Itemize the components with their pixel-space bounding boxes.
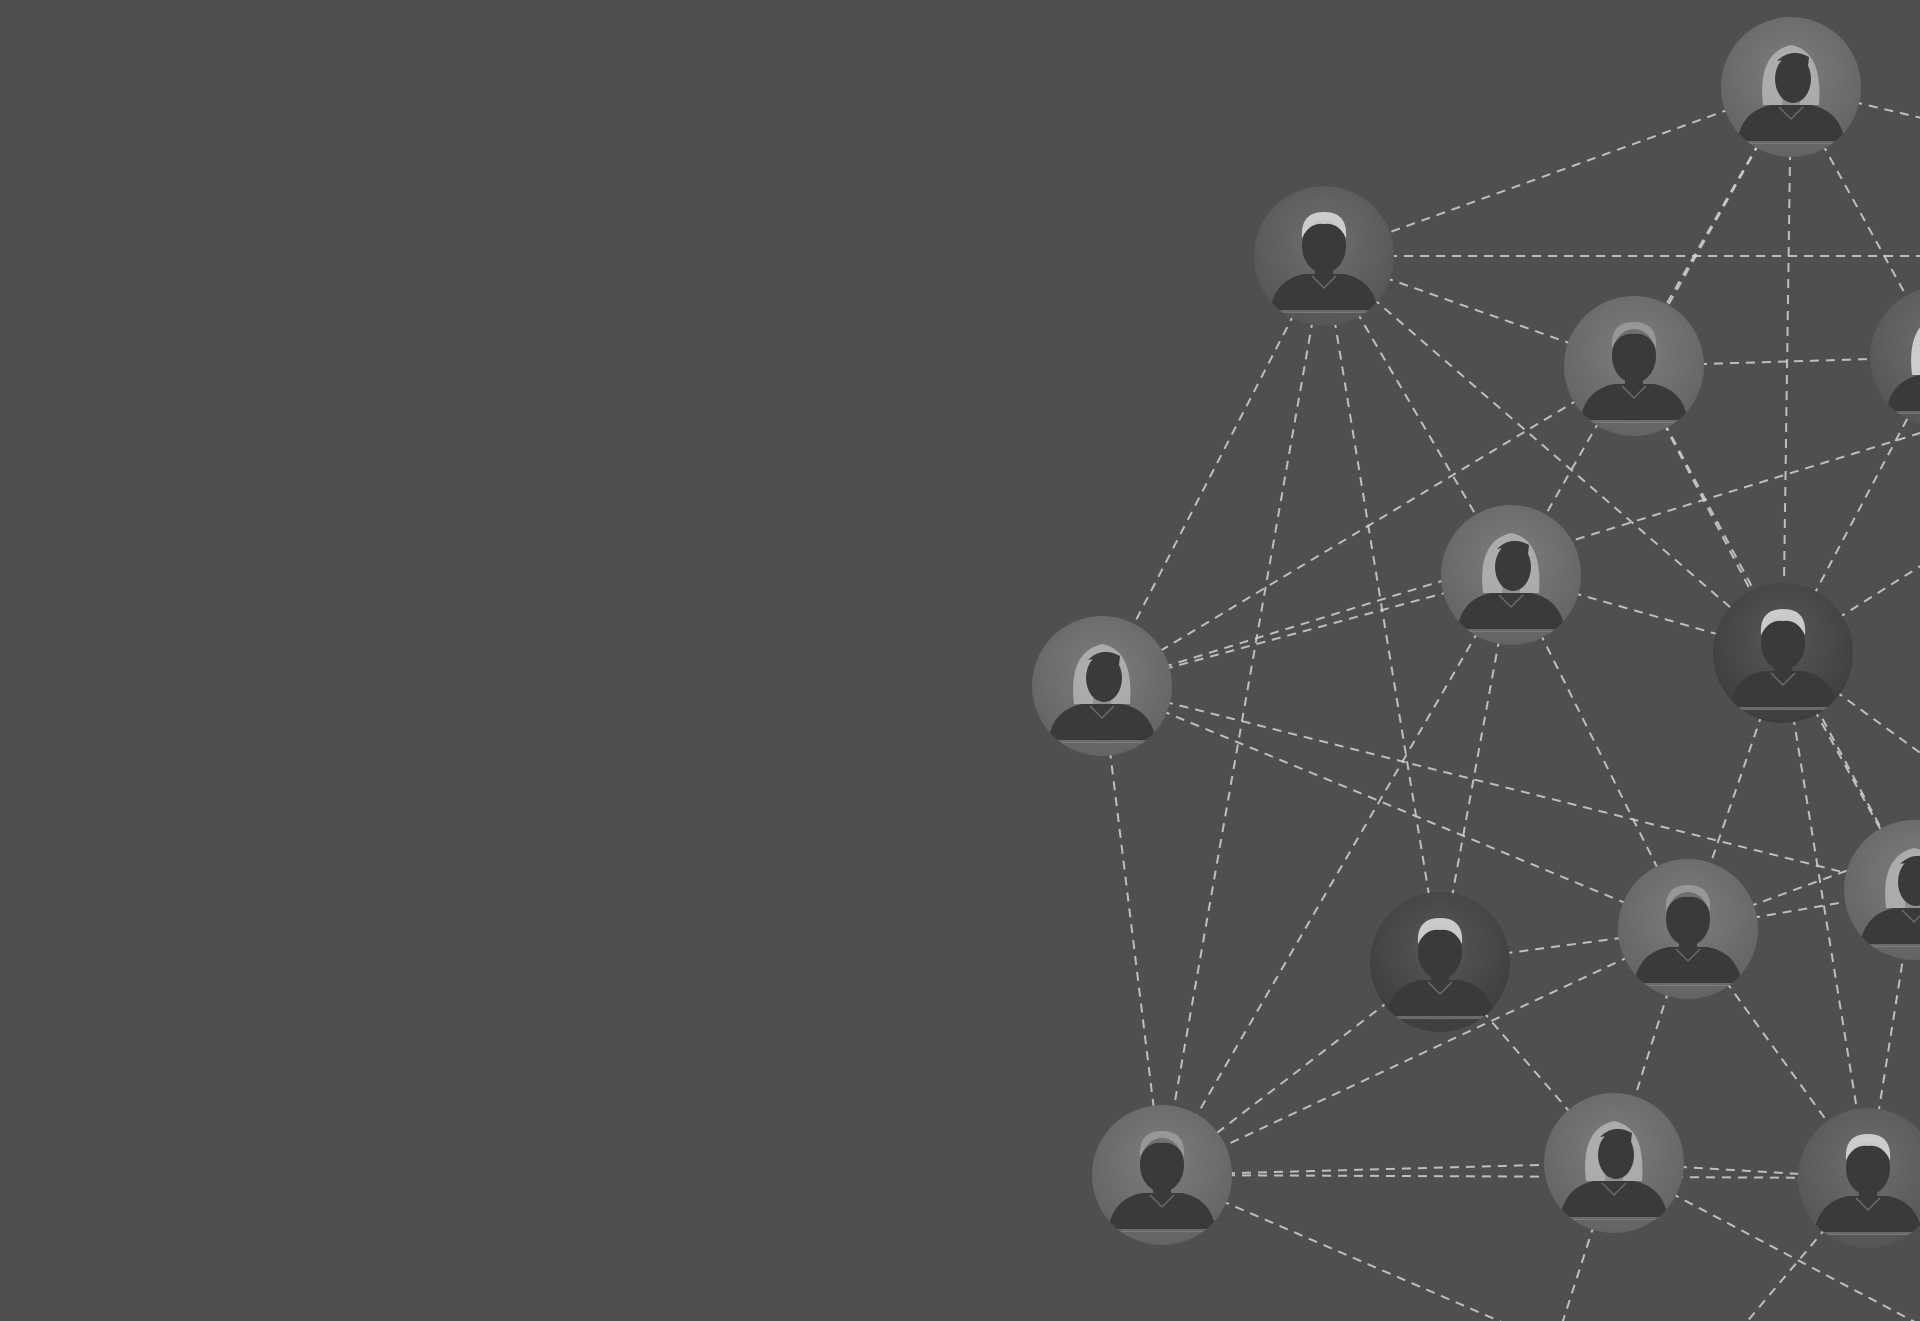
person-node-man xyxy=(1254,186,1394,326)
person-node-man xyxy=(1713,583,1853,723)
man-silhouette-icon xyxy=(1628,885,1748,986)
man-silhouette-icon xyxy=(1264,212,1384,313)
connection-line xyxy=(1161,1174,1869,1179)
connection-line xyxy=(1161,574,1512,1176)
person-node-man xyxy=(1370,892,1510,1032)
connection-line xyxy=(1782,652,1869,1179)
woman-silhouette-icon xyxy=(1854,848,1920,947)
connection-line xyxy=(1782,565,1920,654)
woman-silhouette-icon xyxy=(1554,1121,1674,1220)
woman-silhouette-icon xyxy=(1042,644,1162,743)
connection-line xyxy=(1161,928,1689,1176)
connection-line xyxy=(1101,574,1512,687)
person-node-man xyxy=(1618,859,1758,999)
connection-line xyxy=(1782,652,1920,754)
connection-line xyxy=(1613,1162,1916,1321)
connection-line xyxy=(1510,86,1792,576)
person-node-woman xyxy=(1441,505,1581,645)
connection-line xyxy=(1101,685,1689,930)
connection-line xyxy=(1323,86,1792,257)
connection-line xyxy=(1101,685,1163,1176)
connection-line xyxy=(1161,255,1325,1176)
connection-line xyxy=(1561,1162,1615,1321)
woman-silhouette-icon xyxy=(1451,533,1571,632)
person-nodes xyxy=(1032,17,1920,1248)
woman-silhouette-icon xyxy=(1731,45,1851,144)
person-node-woman xyxy=(1032,616,1172,756)
person-node-man xyxy=(1798,1108,1920,1248)
man-silhouette-icon xyxy=(1102,1131,1222,1232)
man-silhouette-icon xyxy=(1808,1134,1920,1235)
person-node-woman xyxy=(1844,820,1920,960)
man-silhouette-icon xyxy=(1723,609,1843,710)
person-node-woman xyxy=(1544,1093,1684,1233)
connection-line xyxy=(1782,86,1792,654)
person-node-man xyxy=(1564,296,1704,436)
connection-line xyxy=(1633,365,1915,891)
man-silhouette-icon xyxy=(1574,322,1694,423)
connection-line xyxy=(1439,961,1615,1164)
connection-line xyxy=(1323,255,1784,654)
connection-line xyxy=(1101,365,1635,687)
connection-line xyxy=(1161,1162,1615,1176)
woman-silhouette-icon xyxy=(1880,315,1920,414)
person-node-man xyxy=(1092,1105,1232,1245)
connection-line xyxy=(1101,255,1325,687)
connection-line xyxy=(1101,685,1915,891)
person-node-woman xyxy=(1870,289,1920,425)
person-node-woman xyxy=(1721,17,1861,157)
man-silhouette-icon xyxy=(1380,918,1500,1019)
